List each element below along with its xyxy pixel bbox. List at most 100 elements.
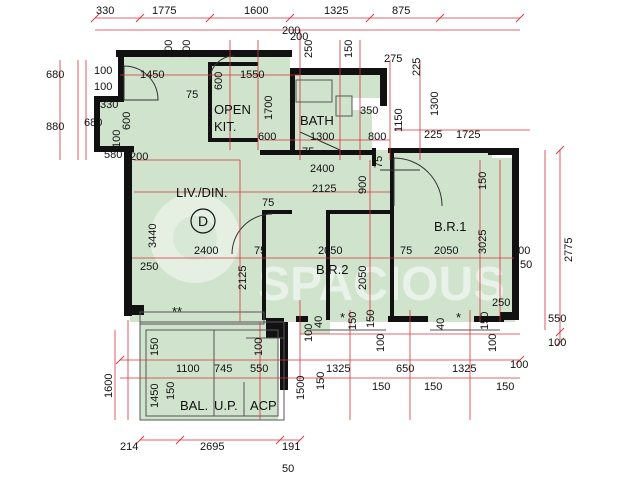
dim-kitchen-3: 600 <box>213 72 225 90</box>
dim-center-14: 250 <box>140 261 158 273</box>
dim-bath-3: 350 <box>360 105 378 117</box>
dim-bath-6: 225 <box>424 129 442 141</box>
dim-center-15: 150 <box>477 172 489 190</box>
dim-top2-5: 100 <box>181 40 193 58</box>
dim-kitchen-2: 1550 <box>240 69 264 81</box>
dim-right-2: 200 <box>512 245 530 257</box>
dim-right-4: 250 <box>492 297 510 309</box>
dim-left-4: 100 <box>94 65 112 77</box>
dim-center-5: 3440 <box>147 224 159 248</box>
dimension-lines <box>59 17 561 441</box>
dimension-labels: 330 1775 1600 1325 875 200 250 150 100 1… <box>46 5 575 475</box>
asterisk-mark-br1: * <box>456 310 461 325</box>
dim-center-10: 75 <box>400 245 412 257</box>
dim-top-4: 1325 <box>324 5 348 17</box>
balcony-label: BAL. <box>180 398 208 413</box>
dim-center-7: 75 <box>254 245 266 257</box>
dim-brow2-11: 150 <box>365 310 377 328</box>
br2-label: B.R.2 <box>316 262 349 277</box>
dim-brow2-4: 150 <box>424 381 442 393</box>
bath-label: BATH <box>300 113 334 128</box>
dim-brow-6: 1325 <box>326 363 350 375</box>
dim-center-8: 2050 <box>318 245 342 257</box>
dimension-ticks <box>90 13 565 445</box>
dim-bath-10: 75 <box>373 156 385 168</box>
dim-brow2-3: 150 <box>372 381 390 393</box>
dim-left-5: 100 <box>94 81 112 93</box>
dim-bottom-1: 214 <box>120 441 138 453</box>
dim-bottom-3: 191 <box>282 441 300 453</box>
dim-center-9: 2050 <box>434 245 458 257</box>
dim-bath-8: 75 <box>302 146 314 158</box>
dim-left-10: 200 <box>130 151 148 163</box>
dim-top2-7: 225 <box>411 58 423 76</box>
dim-center-11: 2125 <box>237 266 249 290</box>
dim-top2-4: 100 <box>163 40 175 58</box>
dim-kitchen-1: 1450 <box>140 69 164 81</box>
dim-bottom-2: 2695 <box>200 441 224 453</box>
dim-right-5: 550 <box>548 313 566 325</box>
dim-brow2-14: 40 <box>435 318 447 330</box>
dim-brow2-12: 150 <box>479 312 491 330</box>
dim-bath-1: 1300 <box>310 131 334 143</box>
dim-brow2-15: 150 <box>347 312 359 330</box>
dim-left-9: 100 <box>111 130 123 148</box>
dim-center-2: 900 <box>357 176 369 194</box>
dim-brow-4: 550 <box>250 363 268 375</box>
dim-top2-3: 150 <box>343 40 355 58</box>
dim-bath-4: 1150 <box>393 108 405 132</box>
dim-brow-5: 100 <box>253 338 265 356</box>
dim-brow2-7: 1450 <box>149 384 161 408</box>
dim-brow-8: 1325 <box>452 363 476 375</box>
dim-center-4: 75 <box>262 197 274 209</box>
dim-bath-5: 1300 <box>429 92 441 116</box>
double-asterisk-mark: ** <box>172 304 182 319</box>
dim-brow2-2: 1500 <box>295 376 307 400</box>
kitchen-label-line1: OPEN <box>214 102 251 117</box>
dim-center-6: 2400 <box>194 245 218 257</box>
dim-bottom-4: 50 <box>282 463 294 475</box>
door-swings <box>123 55 443 255</box>
dim-brow2-5: 150 <box>496 381 514 393</box>
watermark: SPACIOUS <box>150 193 505 311</box>
dim-left-1: 680 <box>46 69 64 81</box>
dim-brow-3: 745 <box>214 363 232 375</box>
room-labels: LIV./DIN. D OPEN KIT. BATH B.R.1 B.R.2 B… <box>172 102 467 413</box>
dim-brow-2: 1100 <box>176 363 200 375</box>
dim-top-2: 1775 <box>152 5 176 17</box>
dim-bath-9: 200 <box>290 31 308 43</box>
dim-right-6: 100 <box>548 337 566 349</box>
dim-kitchen-4: 75 <box>186 89 198 101</box>
dim-top-3: 1600 <box>244 5 268 17</box>
dim-top-5: 875 <box>392 5 410 17</box>
unit-label: D <box>198 213 208 229</box>
dim-right-1: 2775 <box>563 238 575 262</box>
dim-left-2: 880 <box>46 121 64 133</box>
asterisk-mark-br2: * <box>340 310 345 325</box>
dim-brow-7: 650 <box>396 363 414 375</box>
dim-brow2-6: 150 <box>315 372 327 390</box>
thin-outlines <box>139 79 500 421</box>
dim-kitchen-5: 1700 <box>263 96 275 120</box>
dim-top2-1: 200 <box>282 25 300 37</box>
unit-circle <box>190 208 216 234</box>
watermark-text: SPACIOUS <box>258 258 505 311</box>
dim-brow2-9: 100 <box>303 324 315 342</box>
dim-left-8: 600 <box>121 112 133 130</box>
dim-brow2-16: 100 <box>487 334 499 352</box>
dim-center-1: 2400 <box>310 163 334 175</box>
dim-left-3: 580 <box>104 149 122 161</box>
dim-brow-9: 100 <box>510 359 528 371</box>
utility-platform-label: U.P. <box>214 398 238 413</box>
dim-brow2-10: 40 <box>313 316 325 328</box>
dim-brow2-1: 1600 <box>103 374 115 398</box>
dim-kitchen-6: 600 <box>258 131 276 143</box>
dim-center-3: 2125 <box>312 183 336 195</box>
dim-center-12: 2050 <box>357 266 369 290</box>
br1-label: B.R.1 <box>434 219 467 234</box>
kitchen-label-line2: KIT. <box>214 119 236 134</box>
dim-bath-7: 1725 <box>456 129 480 141</box>
dim-center-13: 3025 <box>477 230 489 254</box>
acp-label: ACP <box>250 398 277 413</box>
